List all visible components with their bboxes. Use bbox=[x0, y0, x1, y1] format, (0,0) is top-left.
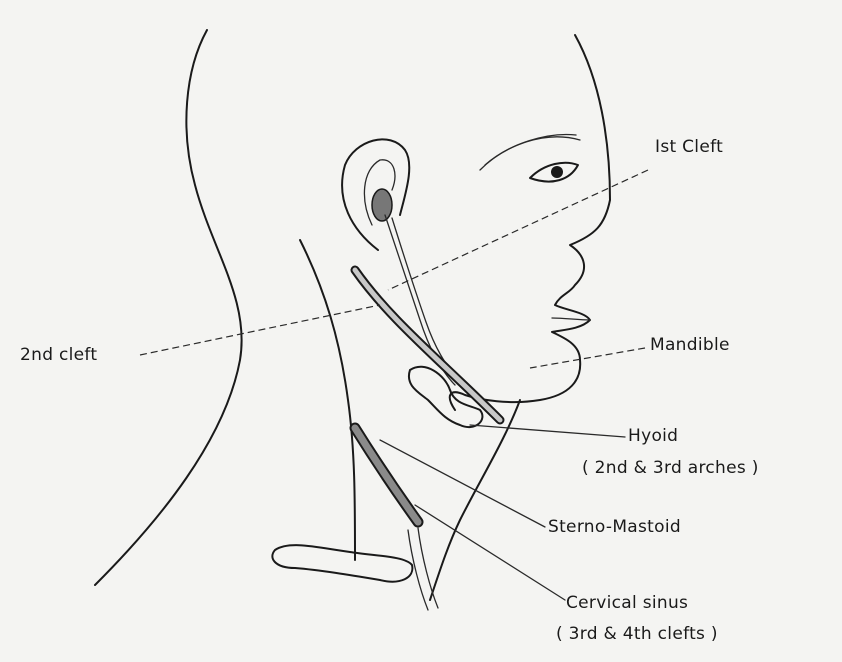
eyebrow bbox=[480, 137, 580, 170]
sinus-tract-b bbox=[418, 528, 438, 608]
neck-front-under-chin bbox=[430, 400, 520, 600]
cervical-sinus-band-inner bbox=[355, 428, 418, 522]
label-sterno-mastoid: Sterno-Mastoid bbox=[548, 517, 681, 537]
sinus-tract bbox=[408, 530, 428, 610]
label-hyoid-note: ( 2nd & 3rd arches ) bbox=[582, 458, 759, 478]
leader-hyoid bbox=[470, 425, 625, 437]
leader-cervical-sinus bbox=[415, 505, 565, 600]
label-first-cleft: Ist Cleft bbox=[655, 137, 723, 157]
mouth-line bbox=[552, 318, 590, 320]
face-profile bbox=[450, 35, 610, 410]
first-cleft-track-b bbox=[392, 218, 460, 380]
clavicle bbox=[272, 545, 412, 581]
label-hyoid: Hyoid bbox=[628, 426, 678, 446]
eyebrow-stroke bbox=[485, 135, 576, 165]
front-neck-outline bbox=[300, 240, 355, 560]
leader-mandible bbox=[530, 348, 645, 368]
label-cervical-sinus-note: ( 3rd & 4th clefts ) bbox=[556, 624, 718, 644]
leader-second-cleft bbox=[140, 305, 380, 355]
label-second-cleft: 2nd cleft bbox=[20, 345, 97, 365]
first-cleft-remnant bbox=[372, 189, 392, 221]
label-cervical-sinus: Cervical sinus bbox=[566, 593, 688, 613]
label-mandible: Mandible bbox=[650, 335, 730, 355]
pupil bbox=[551, 166, 563, 178]
back-of-head-outline bbox=[95, 30, 242, 585]
first-cleft-track bbox=[385, 215, 455, 385]
